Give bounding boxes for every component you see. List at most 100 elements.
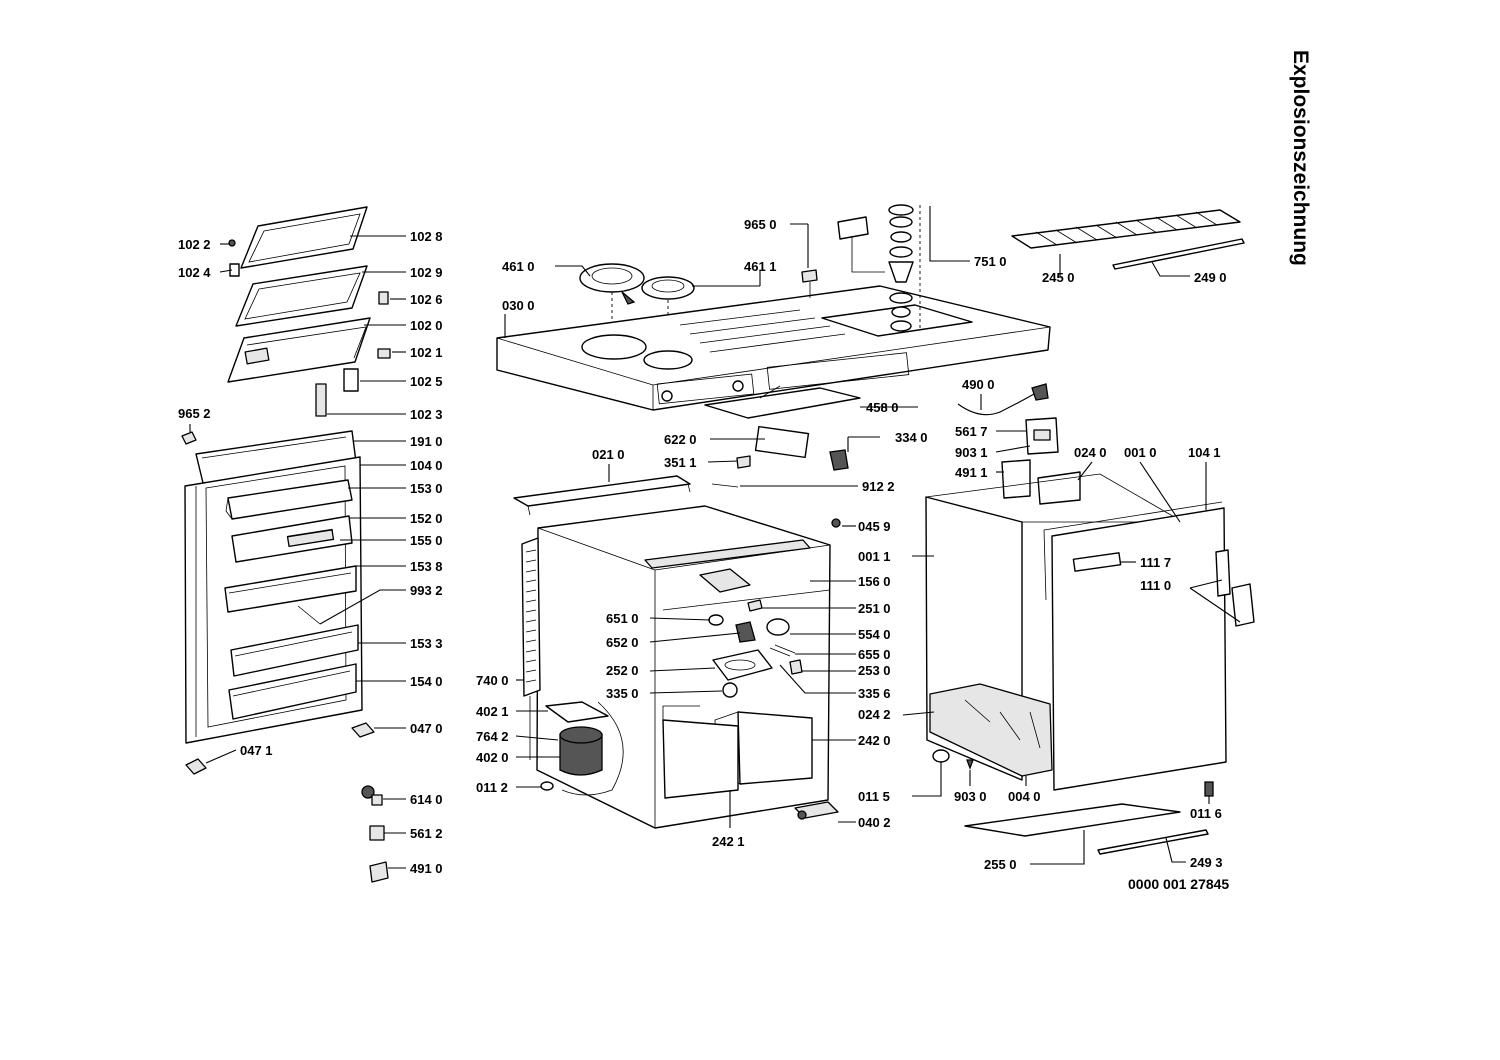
label-5540: 554 0 xyxy=(858,627,891,642)
door-handle-1117 xyxy=(1072,552,1122,572)
label-9650: 965 0 xyxy=(744,217,777,232)
label-0112: 011 2 xyxy=(476,780,508,795)
label-1029: 102 9 xyxy=(410,265,443,280)
casing-door xyxy=(1051,507,1227,791)
drawing-title: Explosionszeichnung xyxy=(1289,50,1312,266)
label-1020: 102 0 xyxy=(410,318,443,333)
screw-9122 xyxy=(711,483,739,488)
label-0402: 040 2 xyxy=(858,815,891,830)
wire-shelf xyxy=(1011,209,1241,249)
label-7400: 740 0 xyxy=(476,673,509,688)
label-5617: 561 7 xyxy=(955,424,988,439)
hinge-part-0471 xyxy=(185,758,207,775)
flap-handle xyxy=(244,347,270,365)
part-labels: 102 2 102 8 102 4 102 9 102 6 102 0 102 … xyxy=(178,217,1227,876)
sink-drain-assembly xyxy=(837,204,921,332)
label-1530: 153 0 xyxy=(410,481,443,496)
label-5612: 561 2 xyxy=(410,826,443,841)
label-4580: 458 0 xyxy=(866,400,899,415)
label-1117: 111 7 xyxy=(1140,555,1171,570)
label-1550: 155 0 xyxy=(410,533,443,548)
label-6520: 652 0 xyxy=(606,635,639,650)
part-6140 xyxy=(361,785,375,799)
thermostat-6220 xyxy=(754,425,810,459)
handle-cap xyxy=(1231,583,1255,627)
refrigerator-cabinet xyxy=(513,425,849,829)
part-5612 xyxy=(369,825,385,841)
sink-basin xyxy=(821,304,973,337)
support-rail xyxy=(704,387,861,419)
lamp-cover-2520 xyxy=(712,649,773,681)
label-9122: 912 2 xyxy=(862,479,895,494)
label-9652: 965 2 xyxy=(178,406,211,421)
label-4911: 491 1 xyxy=(955,465,988,480)
label-1520: 152 0 xyxy=(410,511,443,526)
shelf-clip-9932 xyxy=(297,605,321,625)
door-shelf-1538 xyxy=(224,565,357,613)
foot-0112 xyxy=(540,781,554,791)
label-4610: 461 0 xyxy=(502,259,535,274)
compressor-mount-4021 xyxy=(545,701,609,723)
control-knob-2 xyxy=(732,380,744,392)
label-0300: 030 0 xyxy=(502,298,535,313)
door-shelf-1520 xyxy=(231,515,353,563)
control-knob-1 xyxy=(661,390,673,402)
hinge-part-0470 xyxy=(351,722,375,738)
label-7510: 751 0 xyxy=(974,254,1007,269)
label-0240: 024 0 xyxy=(1074,445,1107,460)
ice-tray xyxy=(699,568,751,593)
label-1540: 154 0 xyxy=(410,674,443,689)
thermostat-knob-5540 xyxy=(766,618,790,636)
label-7642: 764 2 xyxy=(476,729,509,744)
label-1910: 191 0 xyxy=(410,434,443,449)
label-1040: 104 0 xyxy=(410,458,443,473)
bottom-plate xyxy=(964,803,1181,837)
door-shelf-1530 xyxy=(225,479,353,520)
screw-0459 xyxy=(831,518,841,528)
label-0011: 001 1 xyxy=(858,549,891,564)
label-1023: 102 3 xyxy=(410,407,443,422)
label-6510: 651 0 xyxy=(606,611,639,626)
label-2420: 242 0 xyxy=(858,733,891,748)
panel-4911 xyxy=(1001,459,1031,499)
catch-part-1021 xyxy=(377,348,391,359)
switch-6550 xyxy=(769,644,796,657)
label-1533: 153 3 xyxy=(410,636,443,651)
vegetable-drawer-2420 xyxy=(737,711,813,785)
label-0210: 021 0 xyxy=(592,447,625,462)
compressor-bay xyxy=(561,701,624,796)
label-3340: 334 0 xyxy=(895,430,928,445)
screw-part-1022 xyxy=(228,239,236,247)
label-2520: 252 0 xyxy=(606,663,639,678)
freezer-door-group xyxy=(181,206,391,883)
freezer-door-inner-frame xyxy=(235,265,368,327)
label-0471: 047 1 xyxy=(240,743,273,758)
bracket-part-1023 xyxy=(315,383,327,417)
label-2510: 251 0 xyxy=(858,601,891,616)
rail-2493 xyxy=(1097,829,1209,855)
label-1110: 111 0 xyxy=(1140,578,1171,593)
label-0010: 001 0 xyxy=(1124,445,1157,460)
label-0116: 011 6 xyxy=(1190,806,1222,821)
label-1560: 156 0 xyxy=(858,574,891,589)
vegetable-drawer-2421 xyxy=(662,719,739,799)
label-1538: 153 8 xyxy=(410,559,443,574)
hinge-pin-9652 xyxy=(181,431,197,445)
label-9932: 993 2 xyxy=(410,583,443,598)
panel-0240 xyxy=(1037,471,1081,505)
hinge-part-1026 xyxy=(378,291,389,305)
label-2550: 255 0 xyxy=(984,857,1017,872)
document-number: 0000 001 27845 xyxy=(1128,876,1229,892)
label-1022: 102 2 xyxy=(178,237,211,252)
label-4020: 402 0 xyxy=(476,750,509,765)
label-0470: 047 0 xyxy=(410,721,443,736)
label-6140: 614 0 xyxy=(410,792,443,807)
label-1024: 102 4 xyxy=(178,265,211,280)
cover-2530 xyxy=(789,659,803,675)
label-4611: 461 1 xyxy=(744,259,777,274)
label-3356: 335 6 xyxy=(858,686,891,701)
label-1041: 104 1 xyxy=(1188,445,1221,460)
handle-bracket-1110 xyxy=(1215,549,1231,597)
condenser-coil xyxy=(521,537,541,760)
power-plug xyxy=(1031,383,1049,401)
